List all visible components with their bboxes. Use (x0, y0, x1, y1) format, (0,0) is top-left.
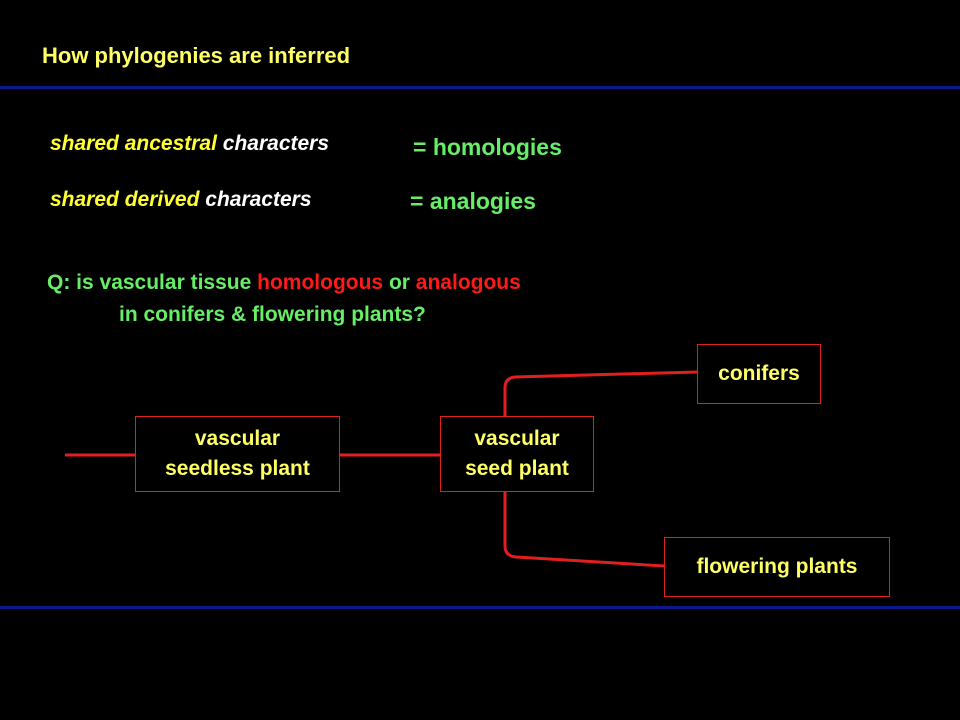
vascular-seed-plant-box: vascular seed plant (440, 416, 594, 492)
conifers-branch (503, 370, 698, 416)
vascular-seedless-plant-box: vascular seedless plant (135, 416, 340, 492)
box-line: seed plant (465, 457, 569, 480)
question-line-1: Q: is vascular tissue homologous or anal… (47, 271, 521, 295)
word-shared: shared (50, 188, 119, 211)
word-shared: shared (50, 132, 119, 155)
box-line: seedless plant (165, 457, 310, 480)
ancestral-characters-label: shared ancestral characters (50, 132, 329, 156)
word-derived: derived (124, 188, 200, 211)
derived-characters-label: shared derived characters (50, 188, 312, 212)
top-divider (0, 86, 960, 89)
flowering-branch (503, 491, 665, 568)
slide-title: How phylogenies are inferred (42, 43, 351, 68)
word-characters: characters (205, 188, 312, 211)
conifers-box: conifers (697, 344, 821, 404)
word-homologous: homologous (257, 271, 384, 294)
box-line: vascular (474, 427, 560, 450)
question-line-2: in conifers & flowering plants? (119, 303, 426, 326)
word-ancestral: ancestral (124, 132, 217, 155)
analogies-label: = analogies (410, 188, 536, 214)
word-analogous: analogous (415, 271, 521, 294)
homologies-label: = homologies (413, 134, 562, 160)
word-or: or (388, 271, 410, 294)
flowering-plants-box: flowering plants (664, 537, 890, 597)
box-line: vascular (194, 427, 281, 450)
question-prefix: Q: is vascular tissue (47, 271, 252, 294)
word-characters: characters (222, 132, 330, 155)
bottom-divider (0, 606, 960, 609)
